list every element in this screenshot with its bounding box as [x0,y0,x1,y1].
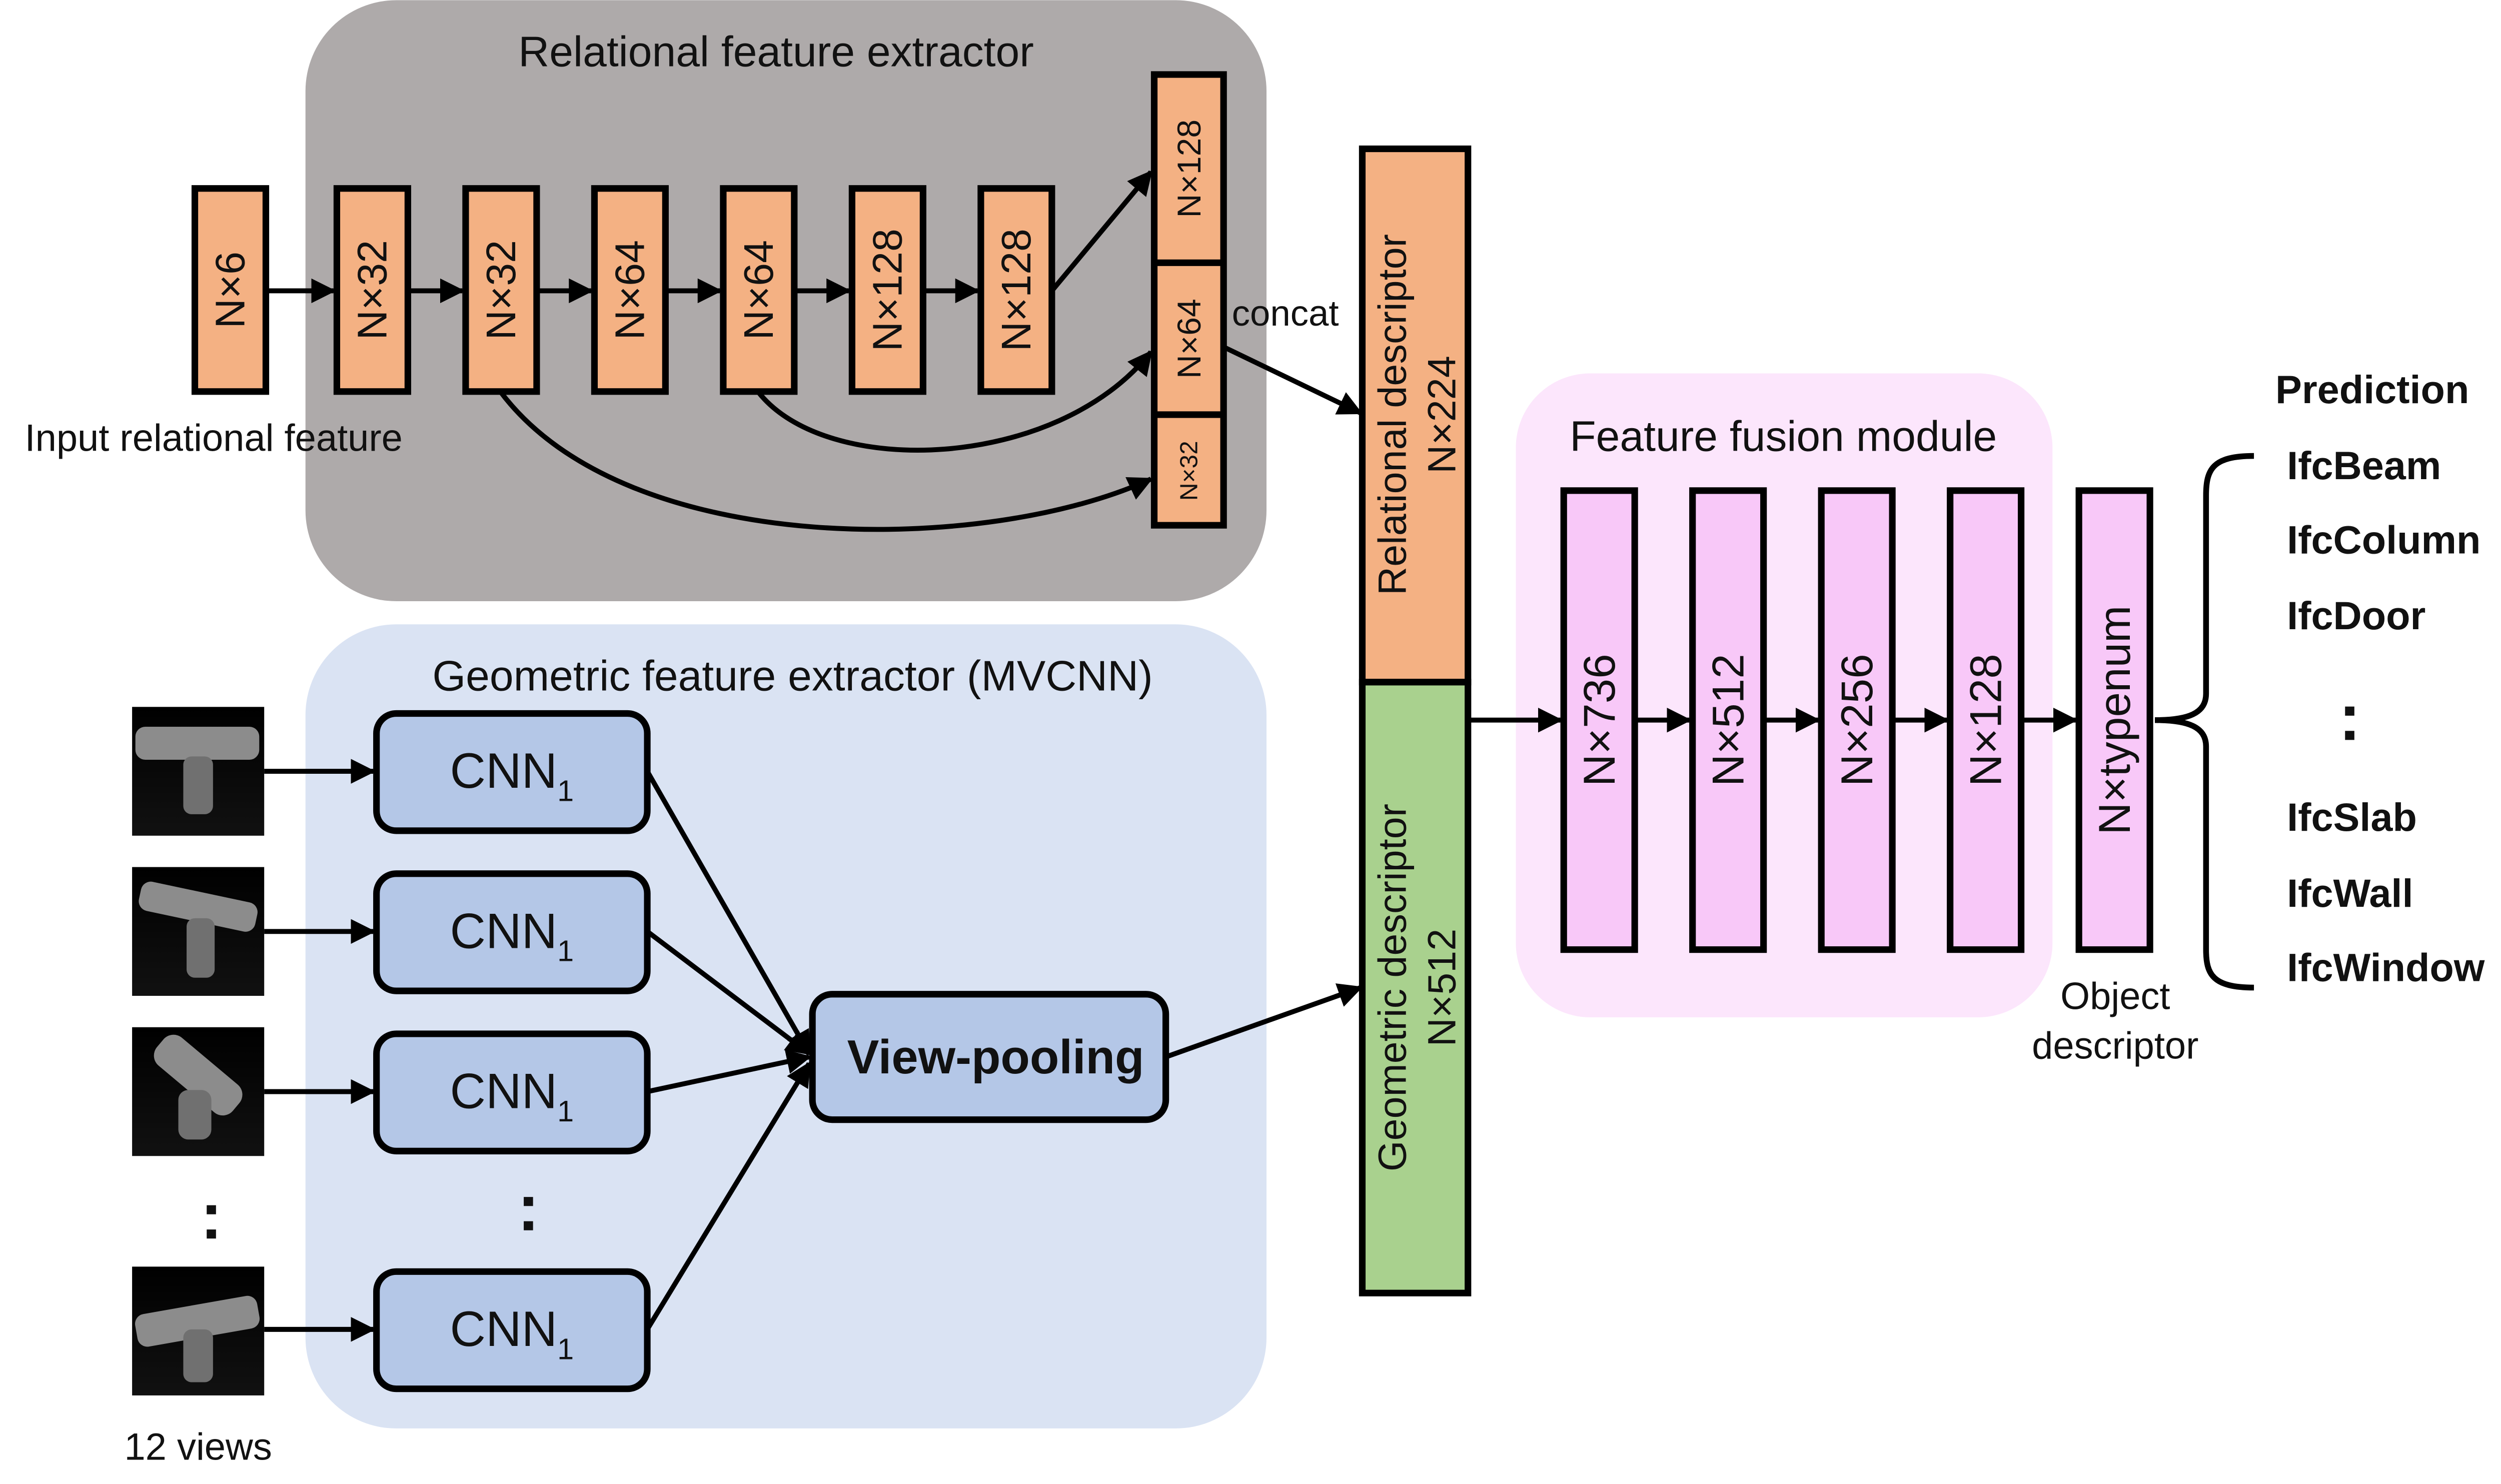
cnn-block-1: CNN1 [373,710,651,834]
cnn-block-3-label: CNN [450,1063,558,1119]
prediction-class-ifcslab: IfcSlab [2287,795,2417,839]
relational-descriptor-size: N×224 [1419,356,1464,474]
view-thumbnail-2 [132,867,265,996]
relational-block-2: N×32 [333,185,411,395]
cnn-block-12-subscript: 1 [557,1332,574,1365]
geometric-descriptor-name: Geometric descriptor [1370,804,1414,1171]
svg-text:CNN1: CNN1 [450,743,574,807]
relational-block-6: N×128 [848,185,926,395]
fusion-block-4: N×128 [1947,487,2025,953]
concat-block-128-label: N×128 [1170,120,1207,218]
cnn-block-1-label: CNN [450,743,558,798]
relational-block-1: N×6 [191,185,270,395]
cnn-block-2-label: CNN [450,903,558,958]
concat-stack: N×128 N×64 N×32 [1150,71,1227,529]
prediction-class-ifcbeam: IfcBeam [2287,443,2441,488]
object-descriptor-caption-line2: descriptor [2032,1024,2198,1067]
object-descriptor-block: N×typenum [2075,487,2153,953]
fusion-block-2-label: N×512 [1703,654,1753,786]
fusion-block-3: N×256 [1818,487,1896,953]
view-thumbnail-12 [132,1266,265,1395]
input-relational-feature-caption: Input relational feature [25,417,403,460]
prediction-brace [2155,453,2254,991]
relational-descriptor-block: Relational descriptor N×224 [1359,145,1472,686]
relational-descriptor-name: Relational descriptor [1370,234,1414,595]
object-descriptor-caption-line1: Object [2060,975,2170,1017]
object-descriptor-block-label: N×typenum [2089,606,2139,835]
prediction-class-ifccolumn: IfcColumn [2287,517,2480,562]
svg-text:CNN1: CNN1 [450,903,574,967]
cnn-block-12: CNN1 [373,1268,651,1392]
geometric-panel-title: Geometric feature extractor (MVCNN) [432,652,1152,700]
relational-block-2-label: N×32 [349,240,395,340]
concat-block-32-label: N×32 [1175,441,1202,501]
cnn-block-3-subscript: 1 [557,1094,574,1128]
cnn-block-2: CNN1 [373,870,651,994]
relational-block-6-label: N×128 [864,229,910,351]
relational-block-3-label: N×32 [478,240,524,340]
relational-block-7-label: N×128 [993,229,1039,351]
cnn-block-3: CNN1 [373,1030,651,1154]
prediction-title: Prediction [2275,367,2469,412]
view-pooling-block: View-pooling [809,991,1169,1123]
fusion-block-4-label: N×128 [1961,654,2011,786]
cnn-block-2-subscript: 1 [557,934,574,968]
concat-label: concat [1232,293,1339,334]
prediction-class-ifcdoor: IfcDoor [2287,593,2425,638]
cnn-blocks: CNN1 CNN1 CNN1 : CNN1 [373,710,651,1392]
relational-panel-title: Relational feature extractor [518,28,1033,76]
fusion-block-1: N×736 [1560,487,1638,953]
relational-block-5: N×64 [720,185,798,395]
cnn-ellipsis: : [517,1170,539,1244]
view-thumbnail-1 [132,707,265,836]
prediction-class-ifcwall: IfcWall [2287,871,2413,915]
relational-block-4-label: N×64 [607,240,653,340]
views-ellipsis: : [201,1178,223,1252]
view-to-cnn-arrows [264,759,376,1342]
view-thumbnail-3 [132,1027,265,1156]
skip-connection-arrows [498,170,1363,532]
fusion-panel [1516,373,2053,1017]
view-thumbnails: : [132,707,265,1395]
fusion-panel-title: Feature fusion module [1570,413,1997,461]
svg-text:CNN1: CNN1 [450,1301,574,1365]
cnn-to-pooling-arrows [645,770,1363,1331]
relational-block-4: N×64 [591,185,669,395]
geometric-descriptor-block: Geometric descriptor N×512 [1359,679,1472,1296]
relational-block-7: N×128 [977,185,1055,395]
fusion-block-1-label: N×736 [1574,654,1624,786]
relational-block-3: N×32 [462,185,540,395]
view-pooling-label: View-pooling [847,1030,1144,1084]
relational-block-1-label: N×6 [208,252,254,329]
cnn-block-1-subscript: 1 [557,774,574,807]
fusion-block-3-label: N×256 [1832,654,1882,786]
geometric-descriptor-size: N×512 [1419,929,1464,1047]
views-caption: 12 views [124,1426,272,1468]
fusion-block-2: N×512 [1689,487,1767,953]
prediction-ellipsis: : [2339,680,2361,754]
relational-block-5-label: N×64 [736,240,782,340]
cnn-block-12-label: CNN [450,1301,558,1356]
prediction-list: Prediction IfcBeam IfcColumn IfcDoor : I… [2275,367,2485,989]
svg-text:CNN1: CNN1 [450,1063,574,1128]
prediction-class-ifcwindow: IfcWindow [2287,945,2485,989]
concat-block-64-label: N×64 [1170,299,1207,379]
